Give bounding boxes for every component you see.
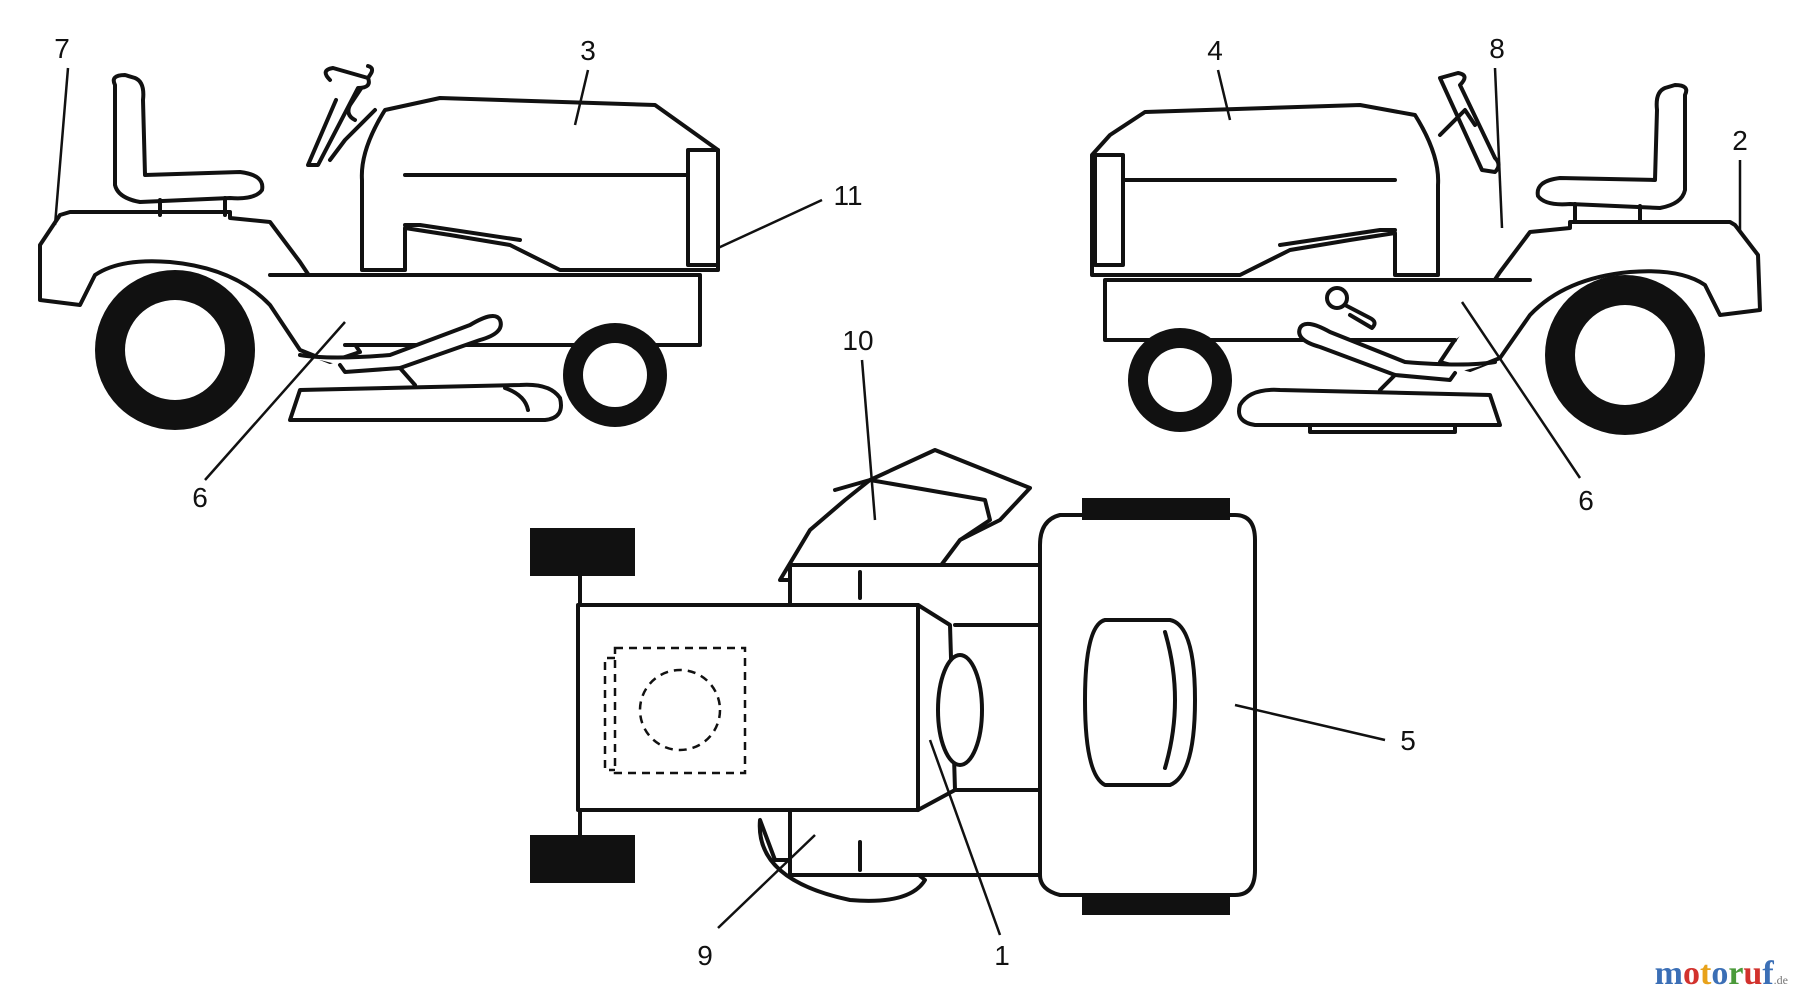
- tractor-left-side-view: [38, 64, 720, 430]
- callout-labels: 7 3 11 6 4 8 2 6 10 5 9 1: [54, 33, 1748, 971]
- watermark-letter: r: [1728, 955, 1744, 992]
- callout-1: 1: [994, 940, 1010, 971]
- callout-6-left: 6: [192, 482, 208, 513]
- tractor-right-side-view: [1090, 71, 1762, 435]
- callout-7: 7: [54, 33, 70, 64]
- callout-2: 2: [1732, 125, 1748, 156]
- callout-11: 11: [833, 180, 862, 211]
- watermark-letter: o: [1683, 955, 1700, 992]
- watermark-letter: u: [1743, 955, 1763, 992]
- motoruf-watermark-logo: motoruf.de: [1655, 955, 1788, 993]
- callout-6-right: 6: [1578, 485, 1594, 516]
- watermark-letter: f: [1762, 955, 1774, 992]
- watermark-letter: o: [1711, 955, 1729, 992]
- callout-9: 9: [697, 940, 713, 971]
- watermark-suffix: .de: [1773, 973, 1788, 987]
- tractor-top-view: [530, 448, 1257, 915]
- callout-8: 8: [1489, 33, 1505, 64]
- watermark-letter: m: [1654, 955, 1683, 992]
- callout-10: 10: [842, 325, 873, 356]
- watermark-letter: t: [1700, 955, 1712, 992]
- callout-5: 5: [1400, 725, 1416, 756]
- callout-4: 4: [1207, 35, 1223, 66]
- leader-lines: [53, 67, 1742, 936]
- callout-3: 3: [580, 35, 596, 66]
